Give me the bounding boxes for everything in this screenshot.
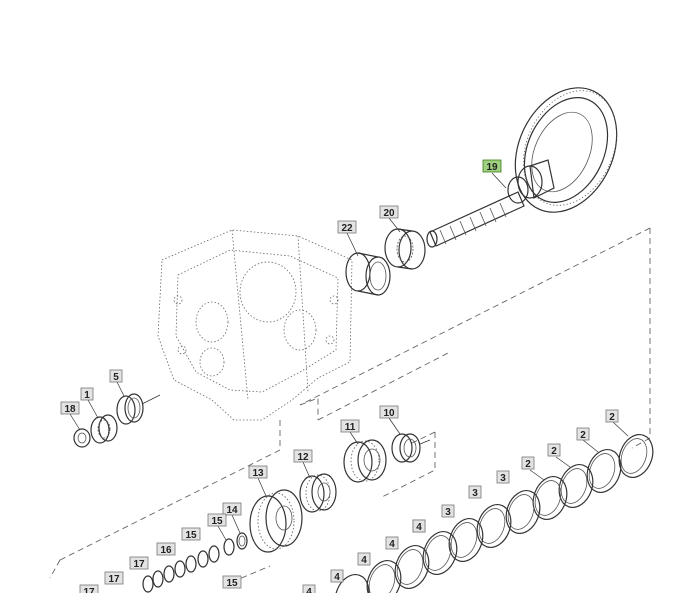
svg-text:1: 1: [84, 390, 90, 401]
svg-text:17: 17: [83, 587, 95, 593]
gear-11[interactable]: [343, 439, 387, 483]
callout-2[interactable]: 2: [521, 456, 535, 470]
svg-text:15: 15: [185, 530, 197, 541]
svg-text:2: 2: [525, 459, 531, 470]
transmission-housing: [157, 229, 353, 421]
callout-4[interactable]: 4: [302, 584, 316, 593]
svg-text:19: 19: [486, 162, 498, 173]
callout-11[interactable]: 11: [340, 419, 360, 433]
svg-text:12: 12: [297, 452, 309, 463]
bearing-cup-5[interactable]: [116, 393, 144, 425]
callout-17[interactable]: 17: [129, 556, 149, 570]
callout-22[interactable]: 22: [337, 220, 357, 234]
svg-text:15: 15: [226, 578, 238, 589]
callout-15[interactable]: 15: [181, 527, 201, 541]
callout-13[interactable]: 13: [248, 465, 268, 479]
pinion-shaft[interactable]: [426, 159, 555, 248]
gear-12[interactable]: [299, 473, 337, 513]
bearing-cup-22[interactable]: [345, 252, 391, 296]
callout-4[interactable]: 4: [412, 519, 426, 533]
callout-14[interactable]: 14: [222, 502, 242, 516]
svg-text:18: 18: [64, 404, 76, 415]
svg-text:4: 4: [389, 539, 395, 550]
clutch-disc-stack[interactable]: [329, 430, 658, 593]
callout-5[interactable]: 5: [109, 369, 123, 383]
svg-text:20: 20: [383, 208, 395, 219]
callout-18[interactable]: 18: [60, 401, 80, 415]
svg-text:5: 5: [113, 372, 119, 383]
svg-text:13: 13: [252, 468, 264, 479]
callout-20[interactable]: 20: [379, 205, 399, 219]
callout-2[interactable]: 2: [576, 427, 590, 441]
callout-4[interactable]: 4: [385, 536, 399, 550]
callout-15[interactable]: 15: [222, 575, 242, 589]
svg-text:11: 11: [345, 422, 356, 433]
svg-text:22: 22: [341, 223, 353, 234]
svg-text:4: 4: [334, 572, 340, 583]
svg-text:17: 17: [133, 559, 145, 570]
bearing-cup-10[interactable]: [391, 433, 421, 463]
callout-15[interactable]: 15: [207, 513, 227, 527]
tapered-bearing-20[interactable]: [384, 228, 426, 270]
gear-13[interactable]: [249, 489, 303, 553]
small-rings[interactable]: [142, 532, 248, 593]
svg-text:2: 2: [609, 412, 615, 423]
svg-text:2: 2: [551, 446, 557, 457]
callout-2[interactable]: 2: [547, 443, 561, 457]
callout-17[interactable]: 17: [104, 571, 124, 585]
callout-3[interactable]: 3: [468, 485, 482, 499]
callout-4[interactable]: 4: [357, 552, 371, 566]
callout-10[interactable]: 10: [379, 405, 399, 419]
ring-gear[interactable]: [496, 71, 636, 229]
callout-2[interactable]: 2: [605, 409, 619, 423]
callout-12[interactable]: 12: [293, 449, 313, 463]
assembly-dashed-outline: [49, 227, 651, 583]
svg-text:4: 4: [306, 587, 312, 593]
svg-text:16: 16: [160, 545, 172, 556]
callout-17[interactable]: 17: [79, 584, 99, 593]
svg-text:17: 17: [108, 574, 120, 585]
svg-text:10: 10: [383, 408, 395, 419]
callout-3[interactable]: 3: [496, 470, 510, 484]
callout-3[interactable]: 3: [441, 504, 455, 518]
callout-19[interactable]: 19: [482, 159, 502, 173]
svg-text:4: 4: [361, 555, 367, 566]
svg-text:3: 3: [472, 488, 478, 499]
svg-text:2: 2: [580, 430, 586, 441]
svg-text:14: 14: [226, 505, 238, 516]
nut-18[interactable]: [73, 428, 91, 448]
svg-text:3: 3: [500, 473, 506, 484]
leader-lines: [69, 172, 629, 541]
svg-text:3: 3: [445, 507, 451, 518]
callout-16[interactable]: 16: [156, 542, 176, 556]
svg-text:4: 4: [416, 522, 422, 533]
svg-text:15: 15: [211, 516, 223, 527]
callout-4[interactable]: 4: [330, 569, 344, 583]
bearing-1[interactable]: [90, 414, 118, 444]
callout-1[interactable]: 1: [80, 387, 94, 401]
